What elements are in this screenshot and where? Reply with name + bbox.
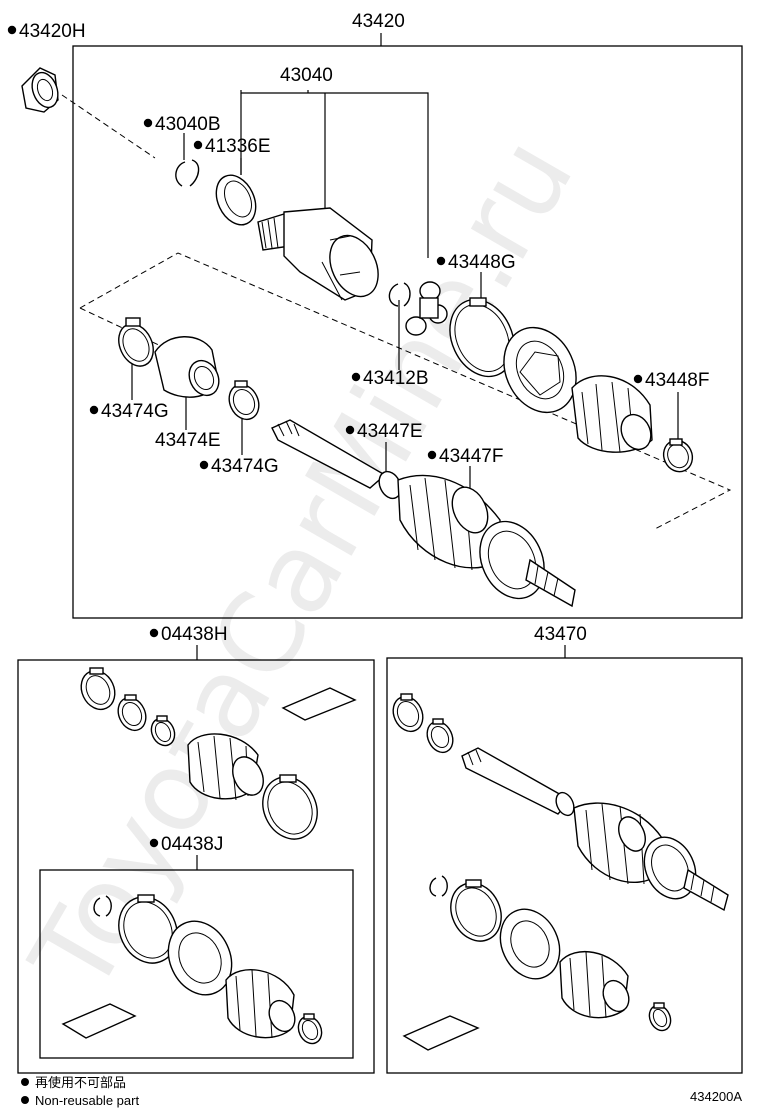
part-number-43420[interactable]: 43420 xyxy=(352,11,405,32)
part-number-43420H: 43420H xyxy=(19,21,86,42)
boot-clamp-43474G-right[interactable] xyxy=(224,380,265,424)
outer-boot xyxy=(559,950,630,1019)
outboard-boot-43474E[interactable] xyxy=(154,336,224,400)
boot-clamp-43448G[interactable] xyxy=(438,289,526,387)
snap-ring xyxy=(429,875,448,897)
grease-packet xyxy=(402,1015,480,1051)
part-number-43040[interactable]: 43040 xyxy=(280,65,333,86)
shaft-joint xyxy=(461,747,729,912)
clamp-small xyxy=(648,1002,672,1032)
label-43474G-lower[interactable]: 43474G xyxy=(199,456,279,477)
non-reusable-dot-icon xyxy=(21,1078,29,1086)
label-43412B[interactable]: 43412B xyxy=(351,368,429,389)
non-reusable-dot-icon xyxy=(21,1096,29,1104)
seal-41336E[interactable] xyxy=(209,169,264,231)
snap-ring-43040B[interactable] xyxy=(175,159,200,187)
part-number-43474G: 43474G xyxy=(211,456,279,477)
outer-boot xyxy=(225,969,296,1039)
part-number-43448G: 43448G xyxy=(448,252,516,273)
part-number-04438H: 04438H xyxy=(161,624,228,645)
kit-04438H-parts[interactable] xyxy=(75,665,357,848)
part-number-43448F: 43448F xyxy=(645,370,709,391)
legend: 再使用不可部品 Non-reusable part xyxy=(21,1075,139,1108)
label-43040B[interactable]: 43040B xyxy=(143,114,221,135)
part-number-43447E: 43447E xyxy=(357,421,423,442)
dust-cover-43420H[interactable] xyxy=(21,67,62,113)
label-43447E[interactable]: 43447E xyxy=(345,421,423,442)
part-number-43412B: 43412B xyxy=(363,368,429,389)
non-reusable-dot-icon xyxy=(345,425,355,435)
label-43448G[interactable]: 43448G xyxy=(436,252,516,273)
label-43420H[interactable]: 43420H xyxy=(7,21,86,42)
clamp-medium xyxy=(426,718,454,754)
label-41336E[interactable]: 41336E xyxy=(193,136,271,157)
boot-clamp-43474G-left[interactable] xyxy=(112,317,160,372)
non-reusable-dot-icon xyxy=(193,140,203,150)
non-reusable-dot-icon xyxy=(149,838,159,848)
inner-boot xyxy=(167,920,233,996)
box-43420 xyxy=(72,45,743,619)
non-reusable-dot-icon xyxy=(149,628,159,638)
snap-ring-43412B[interactable] xyxy=(388,282,411,307)
non-reusable-dot-icon xyxy=(633,374,643,384)
label-43448F[interactable]: 43448F xyxy=(633,370,710,391)
non-reusable-dot-icon xyxy=(143,118,153,128)
clamp-large xyxy=(80,667,116,711)
part-number-43470[interactable]: 43470 xyxy=(534,624,587,645)
label-04438H[interactable]: 04438H xyxy=(149,624,228,645)
label-04438J[interactable]: 04438J xyxy=(149,834,224,855)
box-04438H xyxy=(17,659,375,1074)
non-reusable-dot-icon xyxy=(89,405,99,415)
inner-boot xyxy=(499,908,561,980)
clamp-boot-large xyxy=(262,774,318,840)
label-43474G-upper[interactable]: 43474G xyxy=(89,401,169,422)
part-number-43040B: 43040B xyxy=(155,114,221,135)
clamp-boot xyxy=(450,879,502,942)
drive-shaft-outboard-joint[interactable] xyxy=(271,419,576,609)
clamp-medium xyxy=(117,694,147,732)
leader-lines xyxy=(131,33,679,870)
boot-43448F-body[interactable] xyxy=(571,375,656,454)
legend-japanese: 再使用不可部品 xyxy=(35,1075,126,1090)
diagram-code: 434200A xyxy=(690,1089,742,1104)
part-number-43474E[interactable]: 43474E xyxy=(155,430,221,451)
clamp-small xyxy=(297,1013,323,1045)
clamp-small xyxy=(150,715,176,747)
clamp-large xyxy=(392,693,424,733)
part-number-43474G: 43474G xyxy=(101,401,169,422)
part-number-04438J: 04438J xyxy=(161,834,223,855)
inboard-boot-upper[interactable] xyxy=(491,316,590,424)
part-number-43447F: 43447F xyxy=(439,446,503,467)
grease-packet xyxy=(281,687,357,721)
legend-english: Non-reusable part xyxy=(35,1093,139,1108)
tripod-joint[interactable] xyxy=(405,281,448,336)
non-reusable-dot-icon xyxy=(436,256,446,266)
grease-packet xyxy=(61,1003,137,1039)
label-43447F[interactable]: 43447F xyxy=(427,446,504,467)
snap-ring xyxy=(93,895,112,917)
non-reusable-dot-icon xyxy=(7,25,17,35)
non-reusable-dot-icon xyxy=(351,372,361,382)
non-reusable-dot-icon xyxy=(427,450,437,460)
clamp-large xyxy=(118,894,178,964)
non-reusable-dot-icon xyxy=(199,460,209,470)
boot xyxy=(187,733,264,801)
boot-clamp-43448F[interactable] xyxy=(659,436,698,477)
part-number-41336E: 41336E xyxy=(205,136,271,157)
inboard-joint-43040[interactable] xyxy=(257,207,387,304)
assembly-43470-parts[interactable] xyxy=(388,692,729,1051)
kit-04438J-parts[interactable] xyxy=(61,887,326,1047)
